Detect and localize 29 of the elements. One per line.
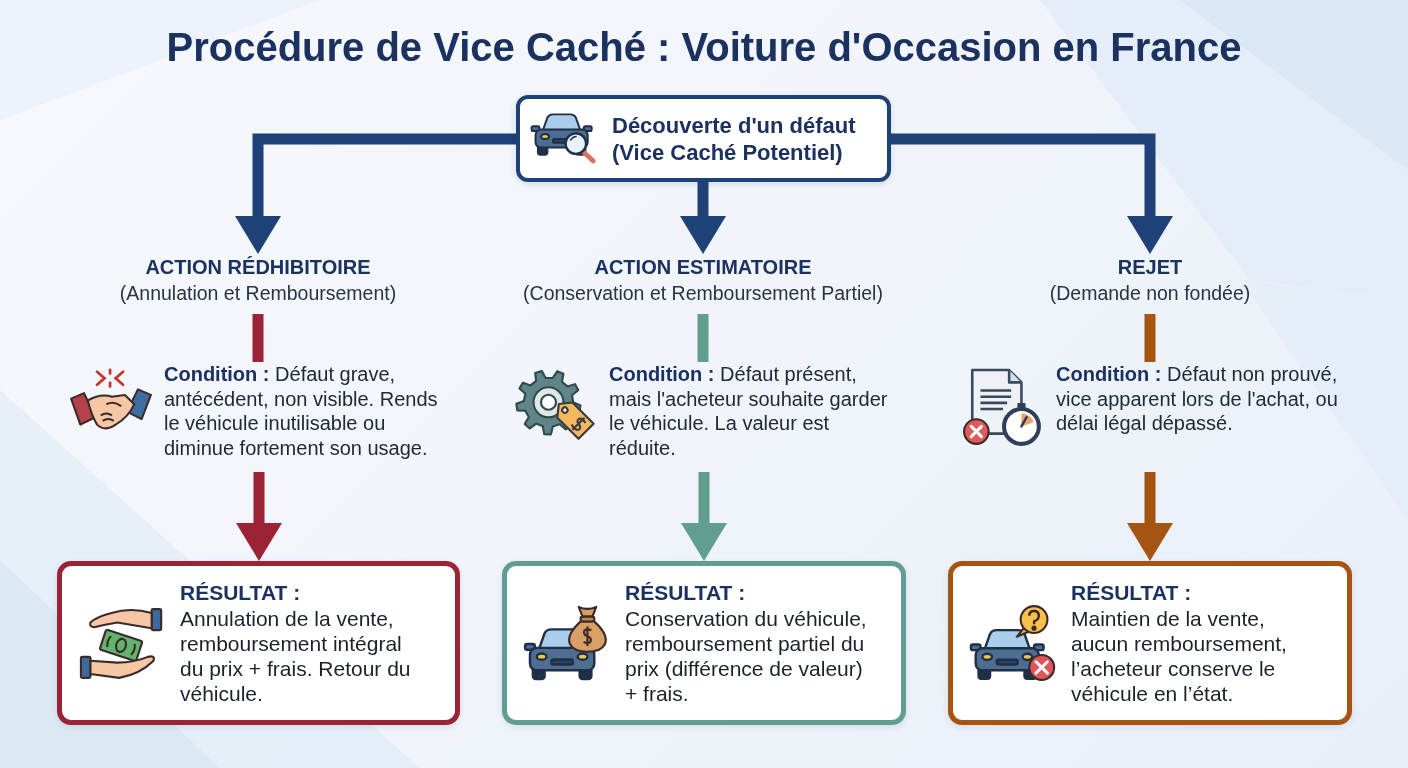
- arrow: [891, 133, 1173, 254]
- section-heading: REJET: [1117, 255, 1183, 280]
- result-text: Annulation de la vente, remboursement intégral du prix + frais. Retour du véhicule.: [180, 606, 412, 706]
- process-box: [516, 95, 891, 182]
- result-heading: RÉSULTAT :: [180, 580, 302, 606]
- arrow: [1127, 472, 1173, 561]
- connector-line: [697, 314, 709, 362]
- condition-text: Condition : Défaut présent, mais l'acheteur souhaite garder le véhicule. La valeur est réduite.: [609, 362, 889, 460]
- section-heading: ACTION RÉDHIBITOIRE: [145, 255, 371, 280]
- connector-line: [252, 314, 264, 362]
- arrow: [681, 472, 727, 561]
- result-heading: RÉSULTAT :: [625, 580, 747, 606]
- section-subtitle: (Demande non fondée): [1049, 281, 1251, 306]
- condition-text: Condition : Défaut grave, antécédent, non visible. Rends le véhicule inutilisable ou diminue fortement son usage.: [164, 362, 439, 460]
- result-box: [502, 561, 906, 725]
- condition-text: Condition : Défaut non prouvé, vice apparent lors de l'achat, ou délai légal dépassé.: [1056, 362, 1339, 436]
- process-text: Découverte d'un défaut (Vice Caché Potentiel): [612, 111, 857, 166]
- section-heading: ACTION ESTIMATOIRE: [594, 255, 812, 280]
- section-subtitle: (Conservation et Remboursement Partiel): [523, 281, 883, 306]
- connector-line: [1144, 314, 1156, 362]
- arrow: [235, 133, 516, 254]
- title: Procédure de Vice Caché : Voiture d'Occasion en France: [166, 24, 1242, 71]
- result-heading: RÉSULTAT :: [1071, 580, 1193, 606]
- arrow: [236, 472, 282, 561]
- result-box: [948, 561, 1352, 725]
- section-subtitle: (Annulation et Remboursement): [119, 281, 397, 306]
- result-text: Conservation du véhicule, remboursement partiel du prix (différence de valeur) + frais.: [625, 606, 868, 706]
- result-text: Maintien de la vente, aucun remboursement, l’acheteur conserve le véhicule en l’état.: [1071, 606, 1288, 706]
- arrow: [680, 182, 726, 254]
